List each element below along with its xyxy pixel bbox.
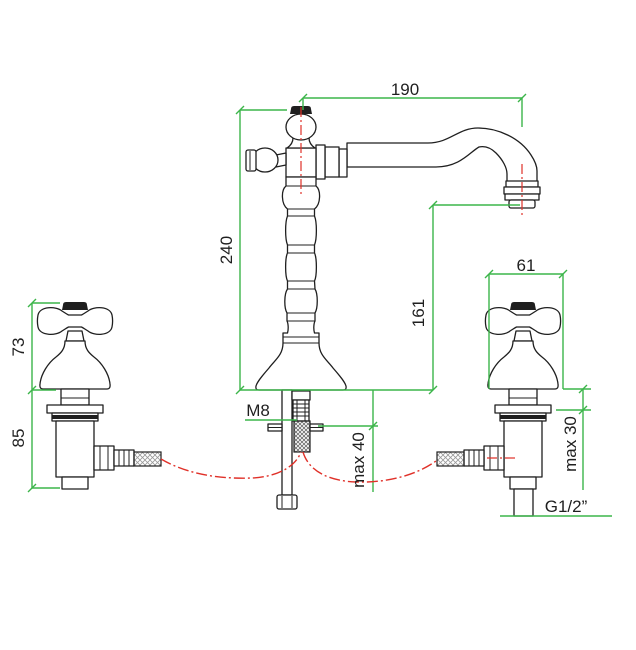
handle-cap (510, 302, 536, 310)
left-flex-hose (160, 451, 302, 479)
dim-spout-reach: 190 (391, 80, 419, 99)
cross-handle (36, 307, 114, 335)
handle-neck (513, 330, 533, 342)
mounting-stud (267, 390, 324, 453)
deck-flange (46, 404, 104, 414)
handle-neck (65, 330, 85, 342)
cross-handle (484, 307, 562, 335)
spout-collar (315, 144, 348, 180)
column-ring-lines (283, 185, 319, 344)
valve-stem (60, 388, 90, 406)
outlet-fitting (436, 445, 505, 471)
outlet-fitting (93, 445, 162, 471)
threaded-section (293, 420, 311, 453)
dim-stud-thread: M8 (246, 401, 270, 420)
valve-body (503, 420, 543, 478)
valve-tail (61, 476, 89, 490)
dim-outlet-height: 161 (409, 299, 428, 327)
dimension-lines (27, 93, 612, 517)
flex-hoses (160, 451, 437, 483)
right-flex-hose (302, 451, 437, 483)
dimension-labels: 190 240 161 61 73 85 M8 max 40 max 30 G1… (9, 80, 588, 516)
handle-bell (487, 340, 559, 390)
valve-stem (508, 388, 538, 406)
flex-hose-stub (133, 451, 162, 467)
gasket-band (52, 415, 98, 419)
centerlines (300, 107, 523, 459)
valve-body (55, 420, 95, 478)
handle-bell (39, 340, 111, 390)
valve-tail (509, 476, 537, 490)
flex-hose-stub (436, 451, 465, 467)
dim-handle-height: 73 (9, 338, 28, 357)
spout-assembly (245, 106, 541, 391)
dim-body-depth: 85 (9, 429, 28, 448)
horseshoe-washer (267, 423, 324, 432)
handle-cap (62, 302, 88, 310)
spout-tube (346, 127, 538, 183)
dim-inlet-thread: G1/2” (545, 497, 588, 516)
swivel-ball (245, 147, 287, 173)
dim-max-deck-side: max 30 (561, 416, 580, 472)
dim-total-height: 240 (217, 236, 236, 264)
deck-flange (494, 404, 552, 414)
right-valve (436, 302, 562, 490)
inlet-pipe (513, 488, 534, 517)
left-valve (36, 302, 162, 490)
dim-handle-width: 61 (517, 256, 536, 275)
dim-max-deck-center: max 40 (349, 432, 368, 488)
gasket-band (500, 415, 546, 419)
